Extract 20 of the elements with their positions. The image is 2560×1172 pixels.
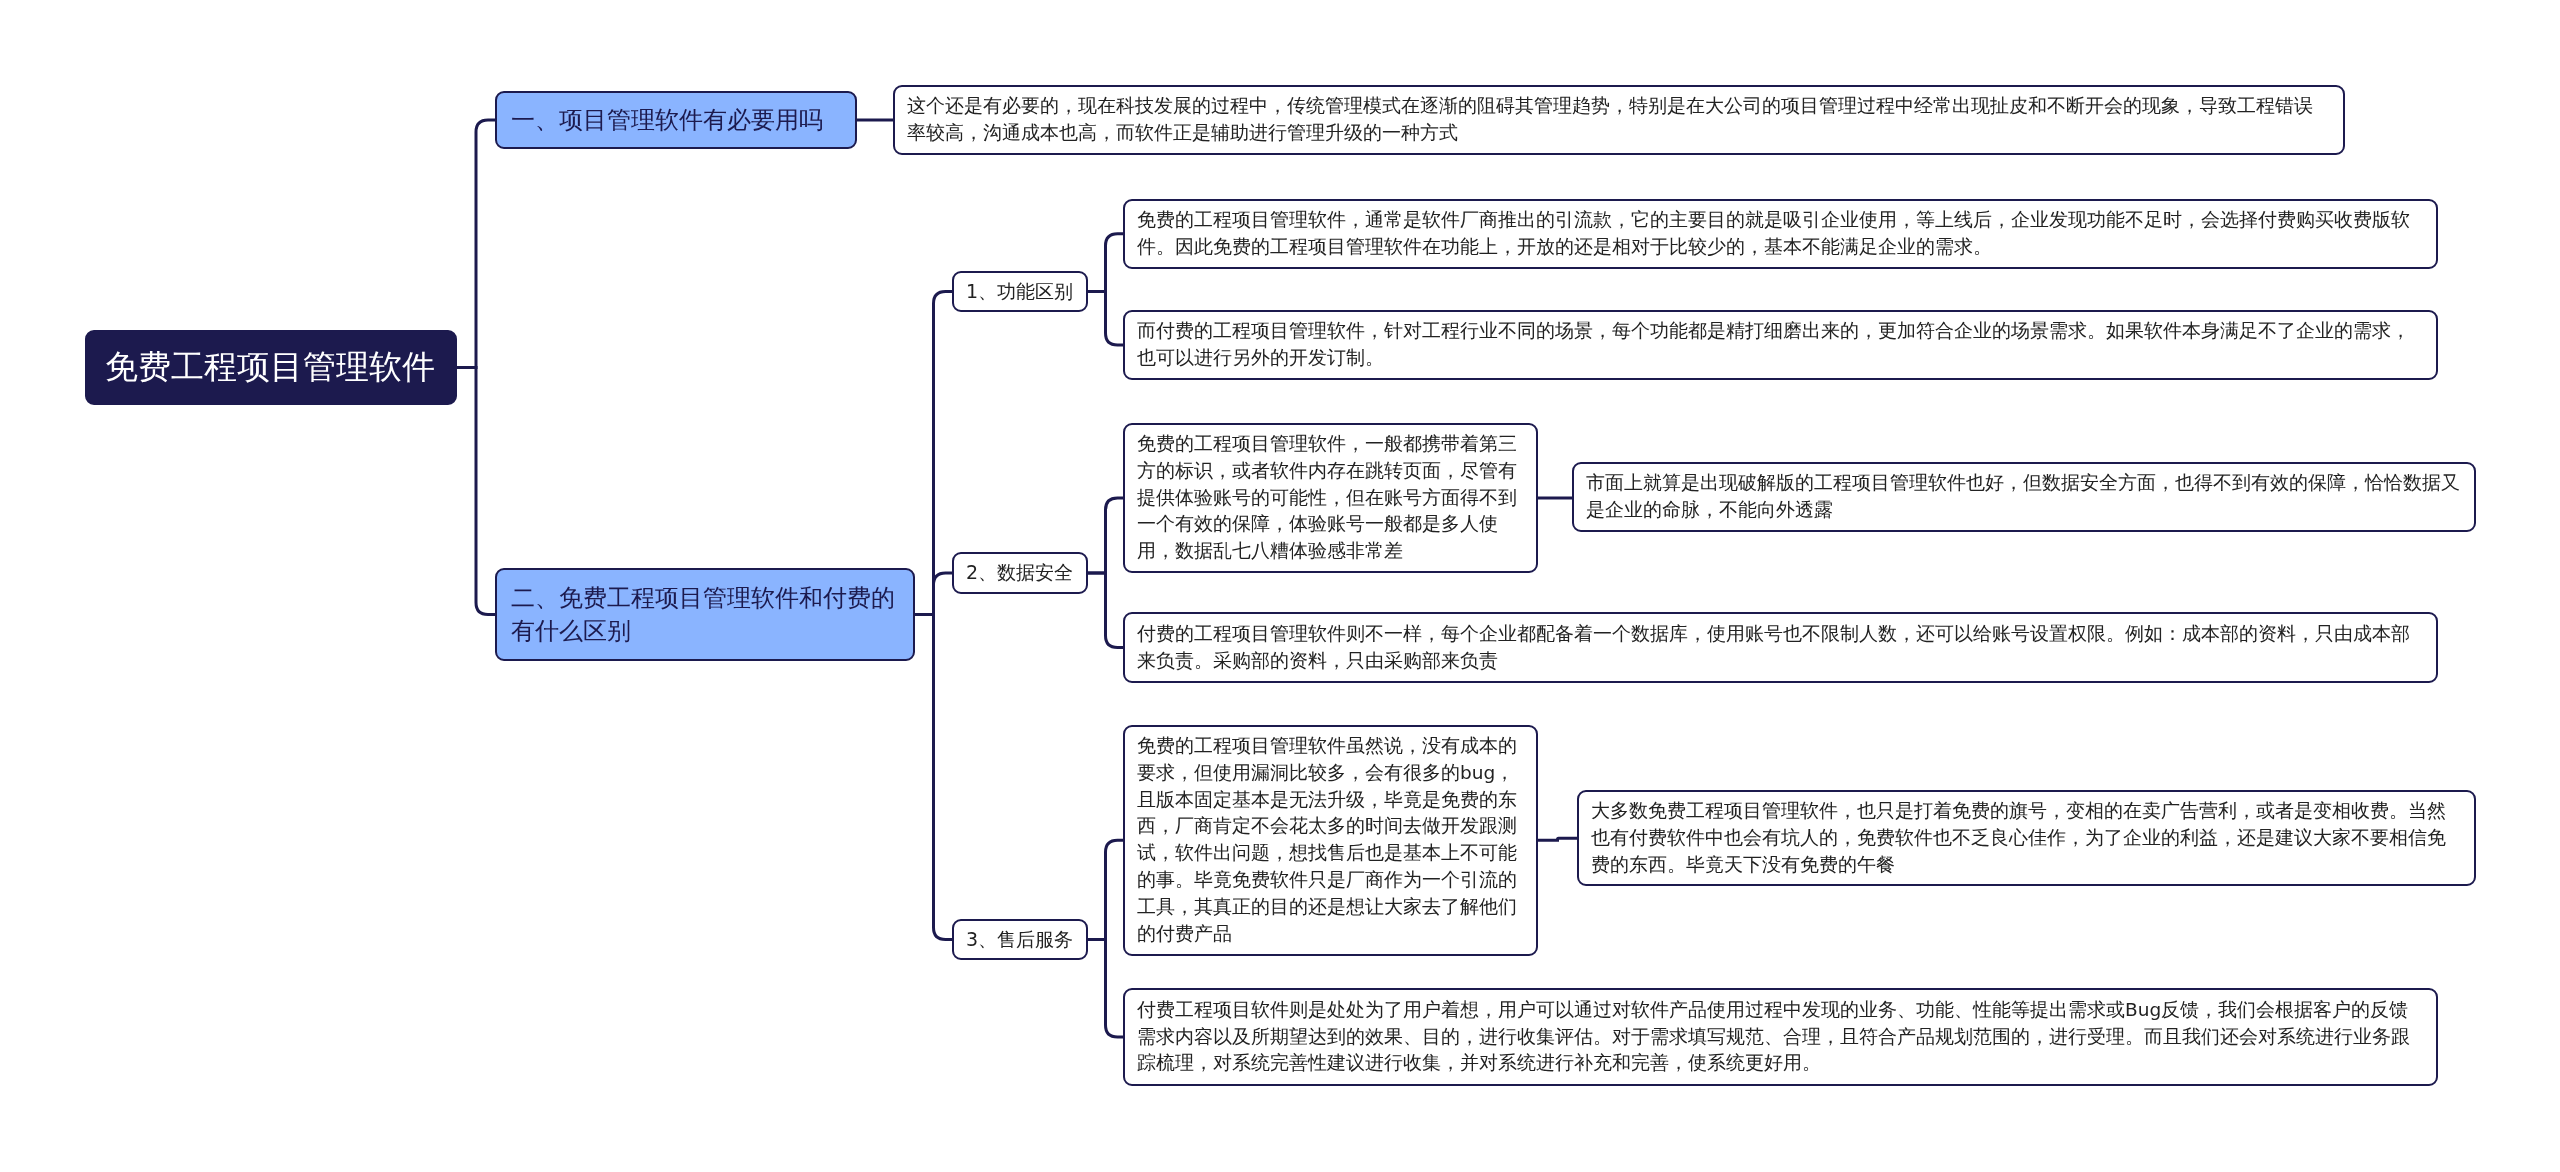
connector-line [457, 366, 495, 616]
note-box: 免费的工程项目管理软件虽然说，没有成本的要求，但使用漏洞比较多，会有很多的bug，且版本固定基本是无法升级，毕竟是免费的东西，厂商肯定不会花太多的时间去做开发跟测试，软件出问题，想找售后也是基本上不可能的事。毕竟免费软件只是厂商作为一个引流的工具，其真正的目的还是想让大家去了解他们的付费产品 [1123, 725, 1538, 956]
note-box: 免费的工程项目管理软件，一般都携带着第三方的标识，或者软件内存在跳转页面，尽管有提供体验账号的可能性，但在账号方面得不到一个有效的保障，体验账号一般都是多人使用，数据乱七八糟体验感非常差 [1123, 423, 1538, 574]
connector-line [1538, 836, 1577, 842]
main-topic: 一、项目管理软件有必要用吗 [495, 91, 857, 149]
note-box: 大多数免费工程项目管理软件，也只是打着免费的旗号，变相的在卖广告营利，或者是变相收费。当然也有付费软件中也会有坑人的，免费软件也不乏良心佳作，为了企业的利益，还是建议大家不要相信免费的东西。毕竟天下没有免费的午餐 [1577, 790, 2476, 887]
note-box: 这个还是有必要的，现在科技发展的过程中，传统管理模式在逐渐的阻碍其管理趋势，特别是在大公司的项目管理过程中经常出现扯皮和不断开会的现象，导致工程错误率较高，沟通成本也高，而软件正是辅助进行管理升级的一种方式 [893, 85, 2345, 155]
note-box: 免费的工程项目管理软件，通常是软件厂商推出的引流款，它的主要目的就是吸引企业使用，等上线后，企业发现功能不足时，会选择付费购买收费版软件。因此免费的工程项目管理软件在功能上，开放的还是相对于比较少的，基本不能满足企业的需求。 [1123, 199, 2438, 269]
note-box: 付费工程项目软件则是处处为了用户着想，用户可以通过对软件产品使用过程中发现的业务、功能、性能等提出需求或Bug反馈，我们会根据客户的反馈需求内容以及所期望达到的效果、目的，进行收集评估。对于需求填写规范、合理，且符合产品规划范围的，进行受理。而且我们还会对系统进行业务跟踪梳理，对系统完善性建议进行收集，并对系统进行补充和完善，使系统更好用。 [1123, 988, 2438, 1086]
note-box: 付费的工程项目管理软件则不一样，每个企业都配备着一个数据库，使用账号也不限制人数，还可以给账号设置权限。例如：成本部的资料，只由成本部来负责。采购部的资料，只由采购部来负责 [1123, 612, 2438, 683]
connector-line [857, 118, 893, 122]
main-topic: 二、免费工程项目管理软件和付费的有什么区别 [495, 568, 915, 661]
subtopic: 3、售后服务 [952, 919, 1088, 960]
subtopic: 2、数据安全 [952, 552, 1088, 594]
connector-line [1538, 496, 1572, 500]
note-box: 而付费的工程项目管理软件，针对工程行业不同的场景，每个功能都是精打细磨出来的，更加符合企业的场景需求。如果软件本身满足不了企业的需求，也可以进行另外的开发订制。 [1123, 310, 2438, 380]
root-topic: 免费工程项目管理软件 [85, 330, 457, 405]
connector-line [915, 613, 952, 941]
note-box: 市面上就算是出现破解版的工程项目管理软件也好，但数据安全方面，也得不到有效的保障，恰恰数据又是企业的命脉，不能向外透露 [1572, 462, 2476, 532]
subtopic: 1、功能区别 [952, 271, 1088, 312]
